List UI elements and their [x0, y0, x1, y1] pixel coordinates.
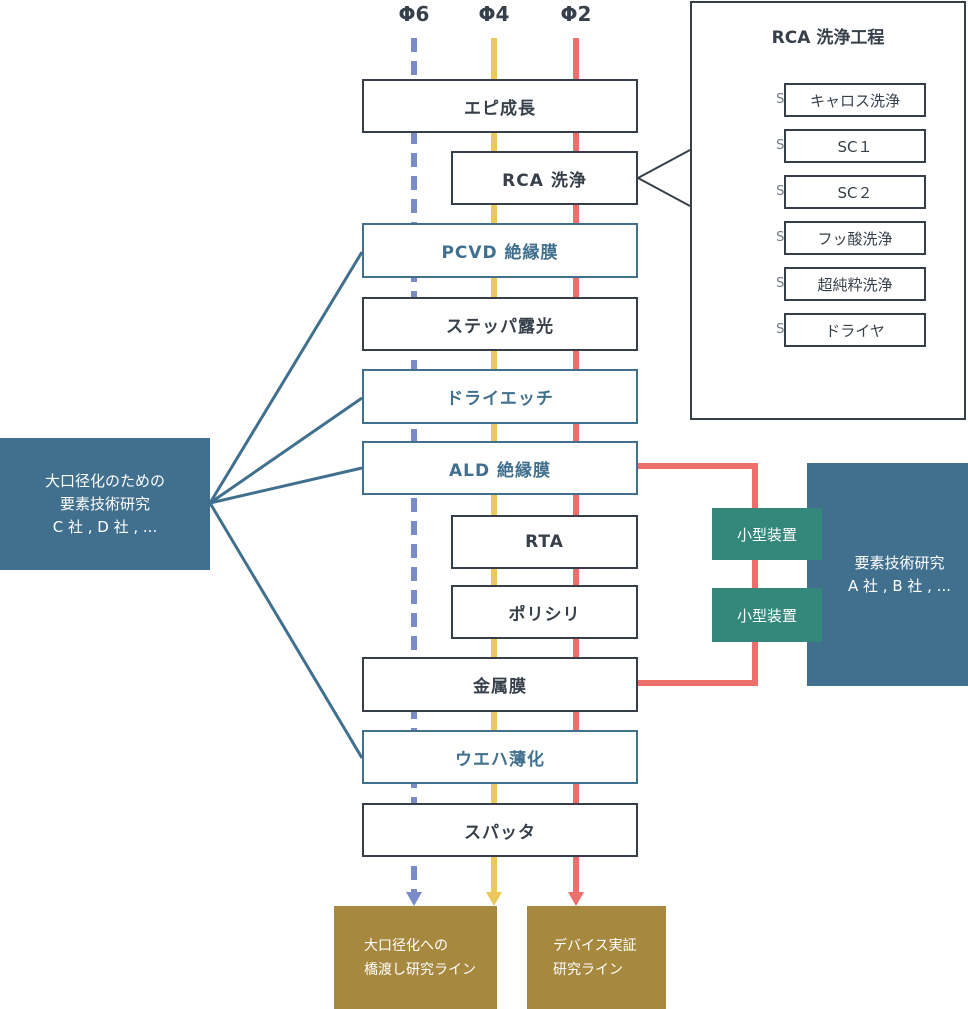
- output-left-line1: 大口径化への: [364, 937, 448, 954]
- right-box-line2: A 社 , B 社 , ...: [847, 576, 951, 595]
- metal-connector: [638, 642, 758, 686]
- process-step-ald: ALD 絶縁膜: [362, 441, 638, 495]
- left-box-line2: 要素技術研究: [59, 494, 150, 513]
- large-diameter-research-box: 大口径化のための 要素技術研究 C 社 , D 社 , ...: [0, 438, 210, 570]
- rca-process-panel: RCA 洗浄工程 Step1 キャロス洗浄 Step2 SC１ Step3 SC…: [690, 1, 966, 420]
- small-device-box-1: 小型装置: [712, 508, 822, 560]
- column-header-phi6: Φ6: [398, 2, 430, 26]
- column-header-phi4: Φ4: [478, 2, 510, 26]
- rca-step-box: キャロス洗浄: [784, 83, 926, 117]
- rca-callout-pointer: [635, 149, 691, 207]
- rca-panel-title: RCA 洗浄工程: [771, 28, 885, 48]
- elemental-research-box: 要素技術研究 A 社 , B 社 , ...: [807, 463, 968, 686]
- process-step-dry-etch: ドライエッチ: [362, 369, 638, 424]
- process-step-rca: RCA 洗浄: [451, 151, 638, 205]
- left-box-line1: 大口径化のための: [44, 471, 165, 490]
- left-box-line3: C 社 , D 社 , ...: [52, 517, 158, 536]
- rca-step-box: SC１: [784, 129, 926, 163]
- rca-step-box: ドライヤ: [784, 313, 926, 347]
- rca-step-box: フッ酸洗浄: [784, 221, 926, 255]
- process-step-polysilicon: ポリシリ: [451, 585, 638, 639]
- process-step-stepper: ステッパ露光: [362, 297, 638, 351]
- output-right-line2: 研究ライン: [553, 961, 623, 978]
- process-step-rta: RTA: [451, 515, 638, 569]
- rca-step-box: 超純粋洗浄: [784, 267, 926, 301]
- process-step-wafer-thinning: ウエハ薄化: [362, 730, 638, 784]
- process-step-pcvd: PCVD 絶縁膜: [362, 223, 638, 278]
- ald-connector: [638, 463, 758, 508]
- right-box-line1: 要素技術研究: [854, 553, 945, 572]
- process-step-sputter: スパッタ: [362, 803, 638, 857]
- small-device-box-2: 小型装置: [712, 588, 822, 642]
- rca-step-box: SC２: [784, 175, 926, 209]
- process-step-metal-film: 金属膜: [362, 657, 638, 712]
- column-header-phi2: Φ2: [560, 2, 592, 26]
- output-bridge-research-line: 大口径化への 橋渡し研究ライン: [334, 906, 497, 1009]
- phi4-arrowhead: [486, 892, 502, 906]
- output-left-line2: 橋渡し研究ライン: [364, 961, 476, 978]
- phi6-arrowhead: [406, 892, 422, 906]
- process-step-epi: エピ成長: [362, 79, 638, 133]
- output-device-demo-line: デバイス実証 研究ライン: [527, 906, 666, 1009]
- phi2-arrowhead: [568, 892, 584, 906]
- output-right-line1: デバイス実証: [553, 937, 637, 954]
- left-fan-lines: [208, 251, 364, 759]
